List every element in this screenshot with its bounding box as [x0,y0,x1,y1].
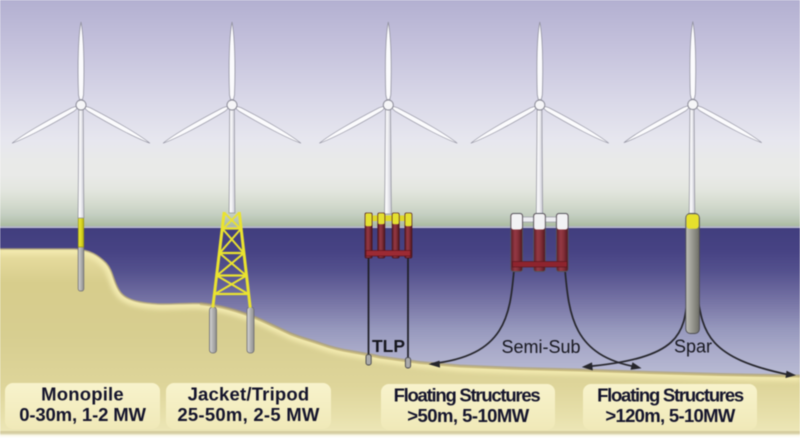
svg-text:Jacket/Tripod: Jacket/Tripod [188,384,310,405]
svg-text:Semi-Sub: Semi-Sub [501,337,580,357]
svg-text:Floating Structures: Floating Structures [597,385,744,406]
svg-text:>50m, 5-10MW: >50m, 5-10MW [407,405,529,426]
svg-text:Spar: Spar [674,337,712,357]
svg-text:0-30m, 1-2 MW: 0-30m, 1-2 MW [19,404,146,425]
svg-text:>120m, 5-10MW: >120m, 5-10MW [605,405,735,426]
svg-text:Floating Structures: Floating Structures [394,385,541,406]
svg-text:Monopile: Monopile [41,384,124,405]
svg-text:TLP: TLP [372,336,405,356]
svg-text:25-50m, 2-5 MW: 25-50m, 2-5 MW [177,404,320,425]
